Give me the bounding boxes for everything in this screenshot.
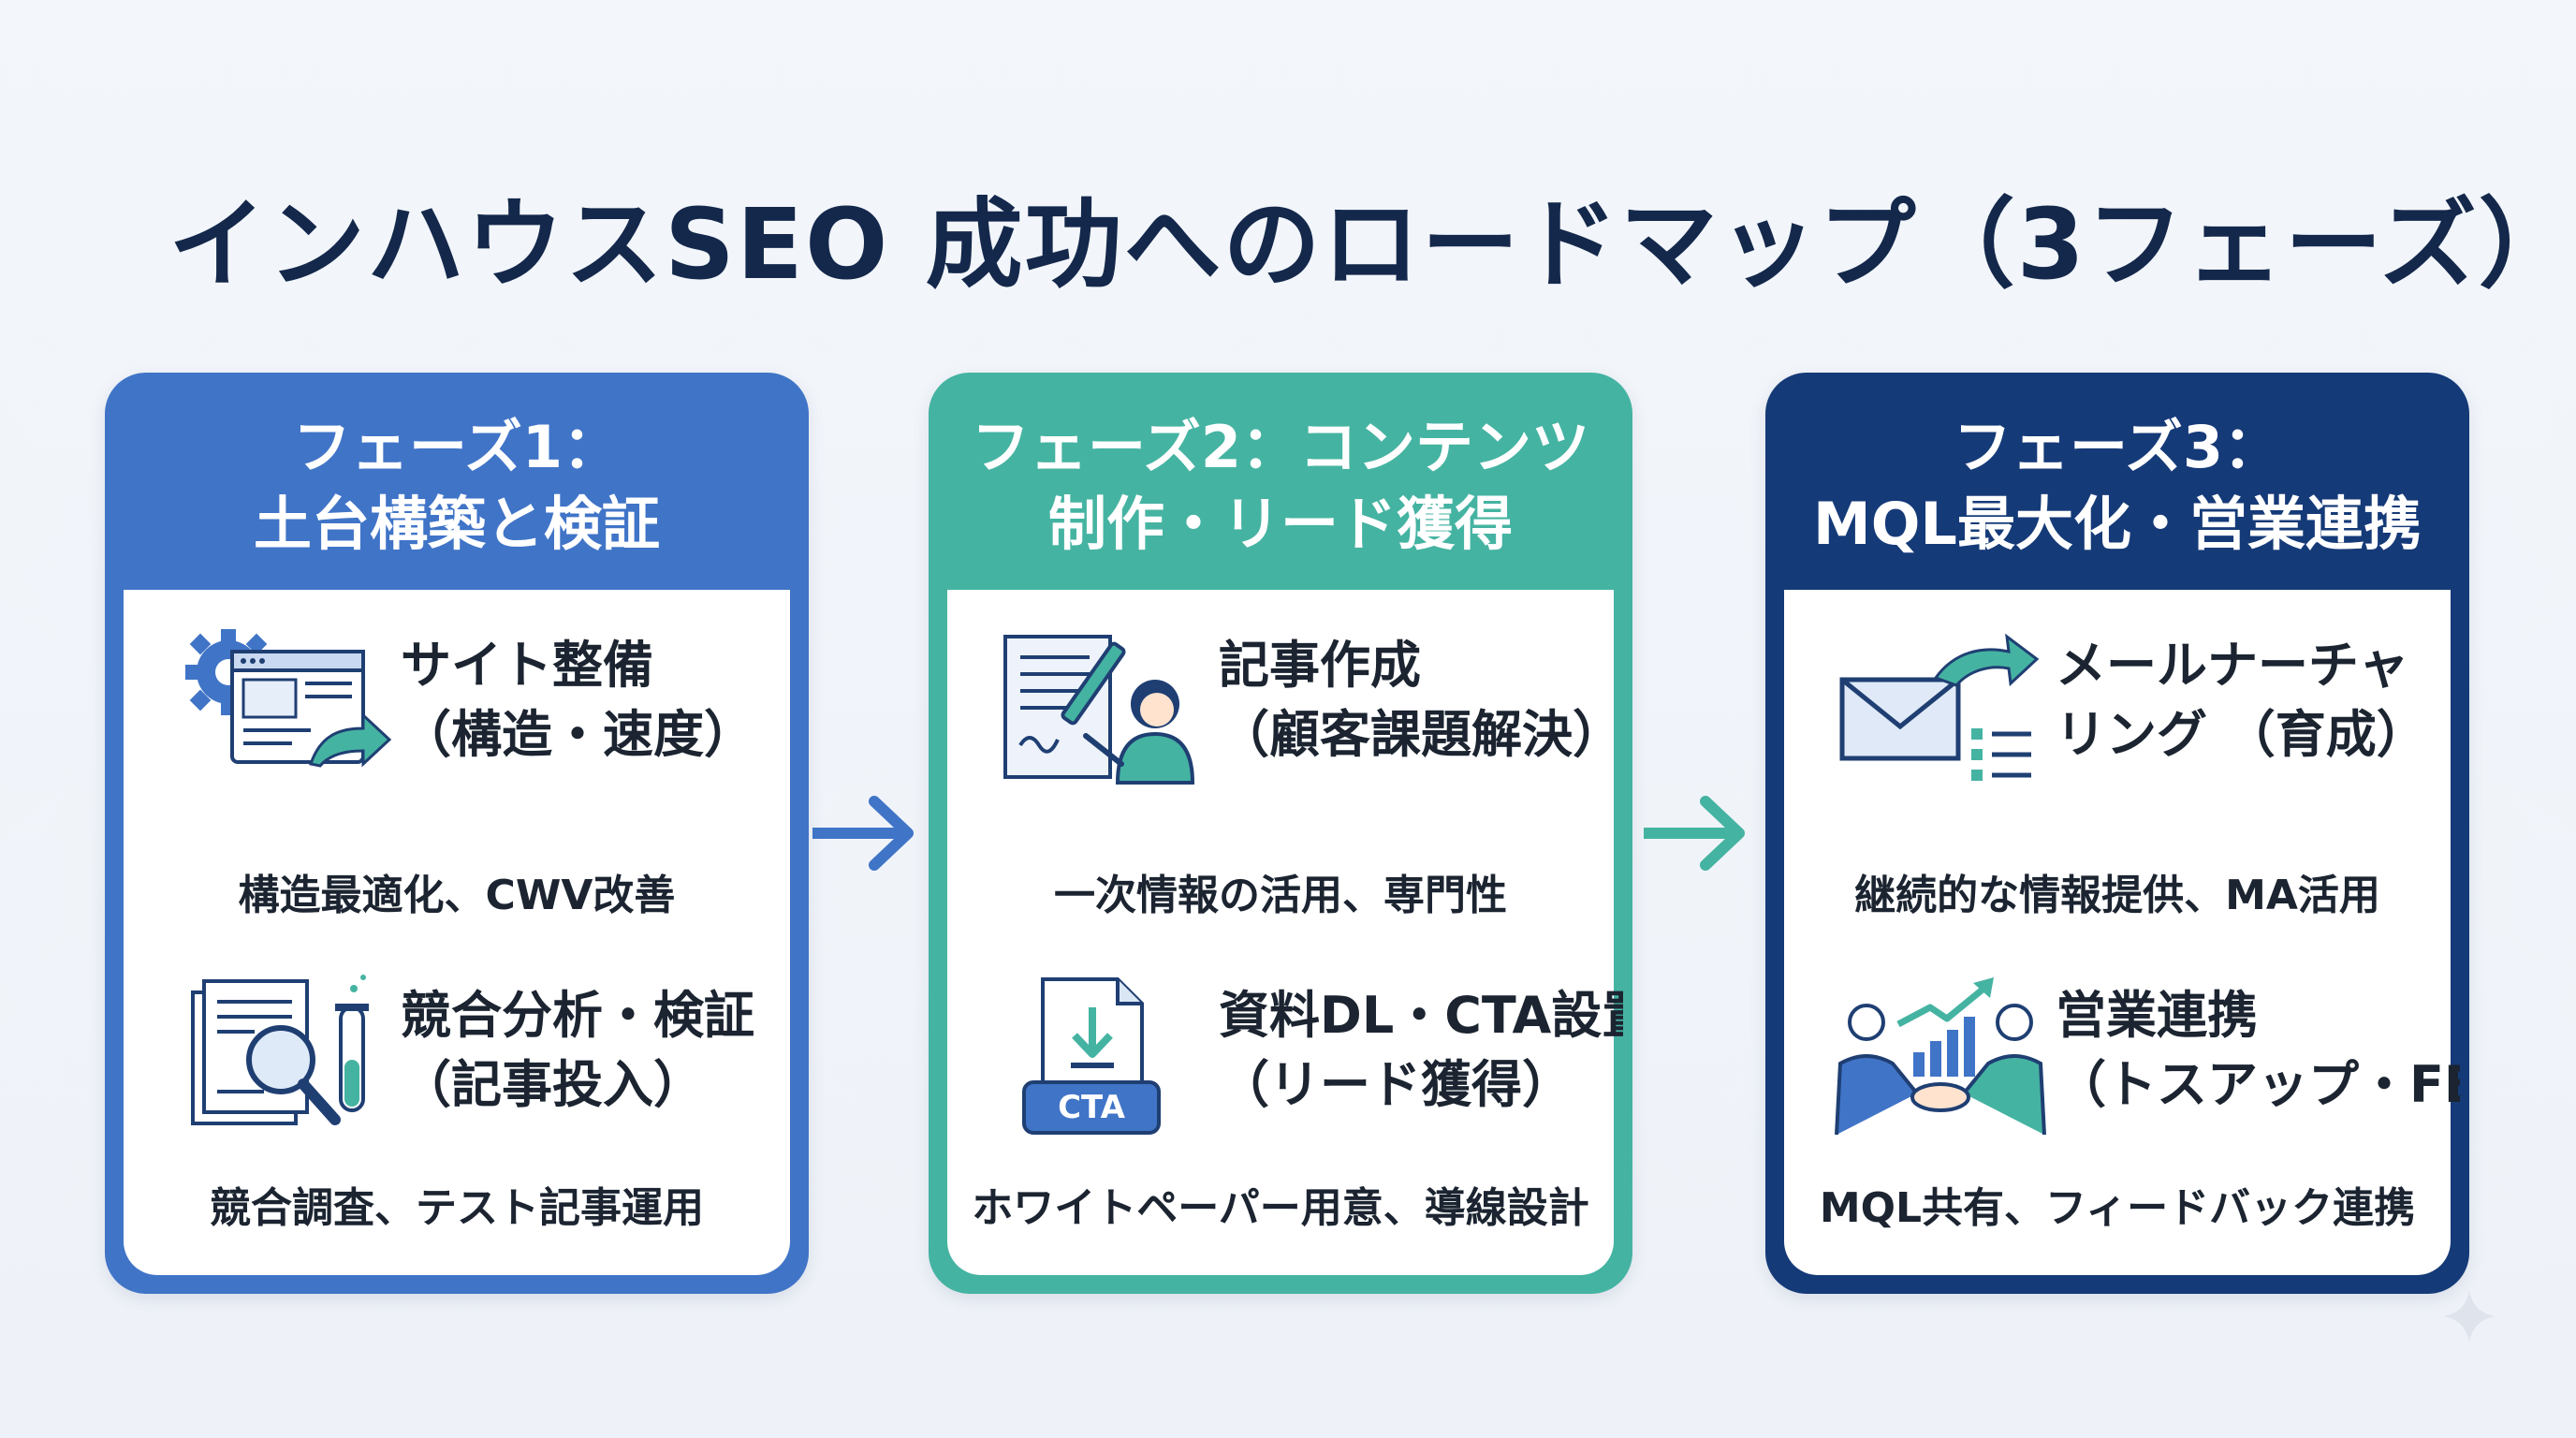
- label-line1: 記事作成: [1219, 636, 1421, 695]
- phase-2-card: フェーズ2：コンテンツ 制作・リード獲得 記事作成 （顧客課題解決） 一次情報の…: [929, 373, 1632, 1294]
- item-site-maintenance-desc: 構造最適化、CWV改善: [238, 872, 676, 919]
- item-article-creation-desc: 一次情報の活用、専門性: [1054, 872, 1507, 919]
- handshake-growth-icon: [1835, 977, 2046, 1136]
- cta-badge-text: CTA: [1058, 1089, 1125, 1126]
- cta-download-icon: [1022, 977, 1161, 1135]
- item-email-nurturing-desc: 継続的な情報提供、MA活用: [1854, 872, 2380, 919]
- label-line2: （トスアップ・FB）: [2056, 1055, 2460, 1114]
- label-line1: 営業連携: [2056, 986, 2258, 1045]
- page-title: インハウスSEO 成功へのロードマップ（3フェーズ）: [168, 187, 2576, 301]
- writer-icon: [1003, 635, 1195, 785]
- phase-3-header-line2: MQL最大化・営業連携: [1813, 490, 2422, 558]
- item-email-nurturing-label: メールナーチャ リング （育成）: [2056, 631, 2427, 770]
- label-line1: メールナーチャ: [2056, 636, 2409, 695]
- label-line2: （顧客課題解決）: [1219, 705, 1623, 764]
- item-site-maintenance-label: サイト整備 （構造・速度）: [401, 631, 754, 770]
- item-sales-collaboration-label: 営業連携 （トスアップ・FB）: [2056, 981, 2460, 1120]
- gear-browser-icon: [185, 629, 392, 768]
- phase-3-body: メールナーチャ リング （育成） 継続的な情報提供、MA活用 営業連携 （トスア…: [1784, 590, 2460, 1275]
- item-cta-setup-label: 資料DL・CTA設置 （リード獲得）: [1219, 981, 1632, 1120]
- phase-2-header-line2: 制作・リード獲得: [1047, 490, 1513, 558]
- phase-2-header-line1: フェーズ2：コンテンツ: [971, 413, 1590, 481]
- label-line1: 資料DL・CTA設置: [1219, 986, 1632, 1045]
- phase-1-header-line2: 土台構築と検証: [253, 490, 660, 558]
- phase-1-header-line1: フェーズ1：: [292, 413, 622, 481]
- item-cta-setup-desc: ホワイトペーパー用意、導線設計: [972, 1184, 1589, 1232]
- item-competitor-analysis-desc: 競合調査、テスト記事運用: [210, 1184, 704, 1232]
- label-line2: （リード獲得）: [1219, 1055, 1573, 1114]
- label-line2: （構造・速度）: [401, 705, 754, 764]
- label-line2: （記事投入）: [401, 1055, 704, 1114]
- sparkle-icon: [2443, 1290, 2496, 1343]
- label-line2: リング （育成）: [2056, 705, 2427, 764]
- item-competitor-analysis-label: 競合分析・検証 （記事投入）: [401, 981, 754, 1120]
- phase-2-body: 記事作成 （顧客課題解決） 一次情報の活用、専門性 CTA 資料DL・CTA設置…: [947, 590, 1623, 1275]
- phase-arrow-2-icon: [1644, 796, 1745, 871]
- phase-1-card: フェーズ1： 土台構築と検証: [105, 373, 809, 1294]
- phase-arrow-1-icon: [812, 796, 914, 871]
- email-nurture-icon: [1839, 633, 2040, 781]
- document-search-icon: [191, 975, 369, 1125]
- item-sales-collaboration-desc: MQL共有、フィードバック連携: [1819, 1184, 2416, 1232]
- phase-3-header-line1: フェーズ3：: [1953, 413, 2282, 481]
- label-line1: 競合分析・検証: [401, 986, 754, 1045]
- phase-3-header: フェーズ3： MQL最大化・営業連携: [1775, 382, 2460, 590]
- phase-3-card: フェーズ3： MQL最大化・営業連携 メールナーチャ リング （育成） 継続的な…: [1765, 373, 2469, 1294]
- phase-2-header: フェーズ2：コンテンツ 制作・リード獲得: [938, 382, 1623, 590]
- phase-1-header: フェーズ1： 土台構築と検証: [114, 382, 799, 590]
- label-line1: サイト整備: [401, 636, 653, 695]
- item-article-creation-label: 記事作成 （顧客課題解決）: [1219, 631, 1623, 770]
- phase-1-body: サイト整備 （構造・速度） 構造最適化、CWV改善 競合分析・検証 （記事投入）…: [124, 590, 790, 1275]
